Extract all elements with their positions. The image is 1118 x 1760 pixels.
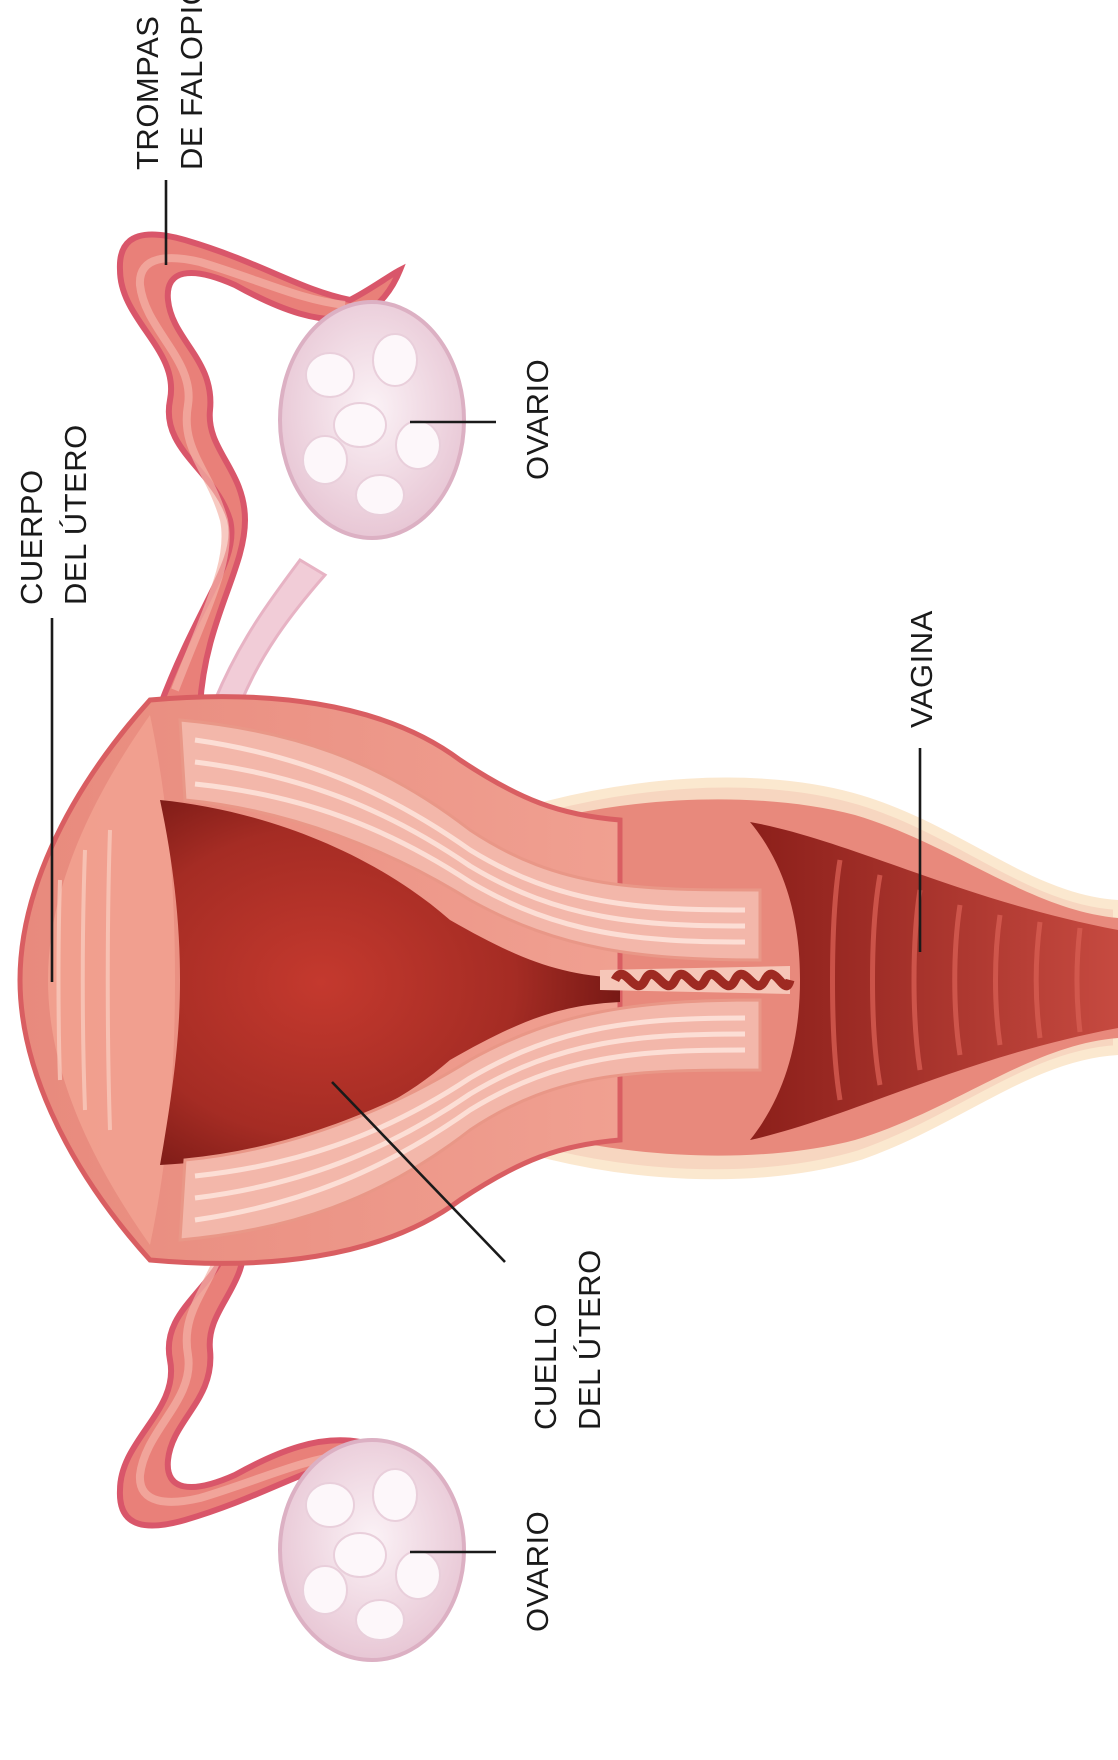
label-cuerpo-line1: CUERPO bbox=[14, 469, 49, 605]
label-cuello-line1: CUELLO bbox=[528, 1303, 563, 1430]
ovary-top bbox=[280, 302, 464, 538]
label-ovario-top-line1: OVARIO bbox=[520, 359, 555, 480]
label-cuerpo-line2: DEL ÚTERO bbox=[58, 424, 93, 605]
ovary-bottom bbox=[280, 1440, 464, 1660]
label-trompas-line2: DE FALOPIO bbox=[174, 0, 209, 170]
label-cuerpo: CUERPO DEL ÚTERO bbox=[14, 424, 93, 605]
fundus-layer bbox=[48, 715, 175, 1245]
label-trompas: TROMPAS DE FALOPIO bbox=[130, 0, 209, 170]
label-cuello-line2: DEL ÚTERO bbox=[572, 1249, 607, 1430]
label-ovario-bottom: OVARIO bbox=[520, 1511, 555, 1632]
label-vagina: VAGINA bbox=[904, 610, 939, 728]
label-ovario-top: OVARIO bbox=[520, 359, 555, 480]
label-trompas-line1: TROMPAS bbox=[130, 16, 165, 171]
label-ovario-bottom-line1: OVARIO bbox=[520, 1511, 555, 1632]
label-vagina-line1: VAGINA bbox=[904, 610, 939, 728]
label-cuello: CUELLO DEL ÚTERO bbox=[528, 1249, 607, 1430]
